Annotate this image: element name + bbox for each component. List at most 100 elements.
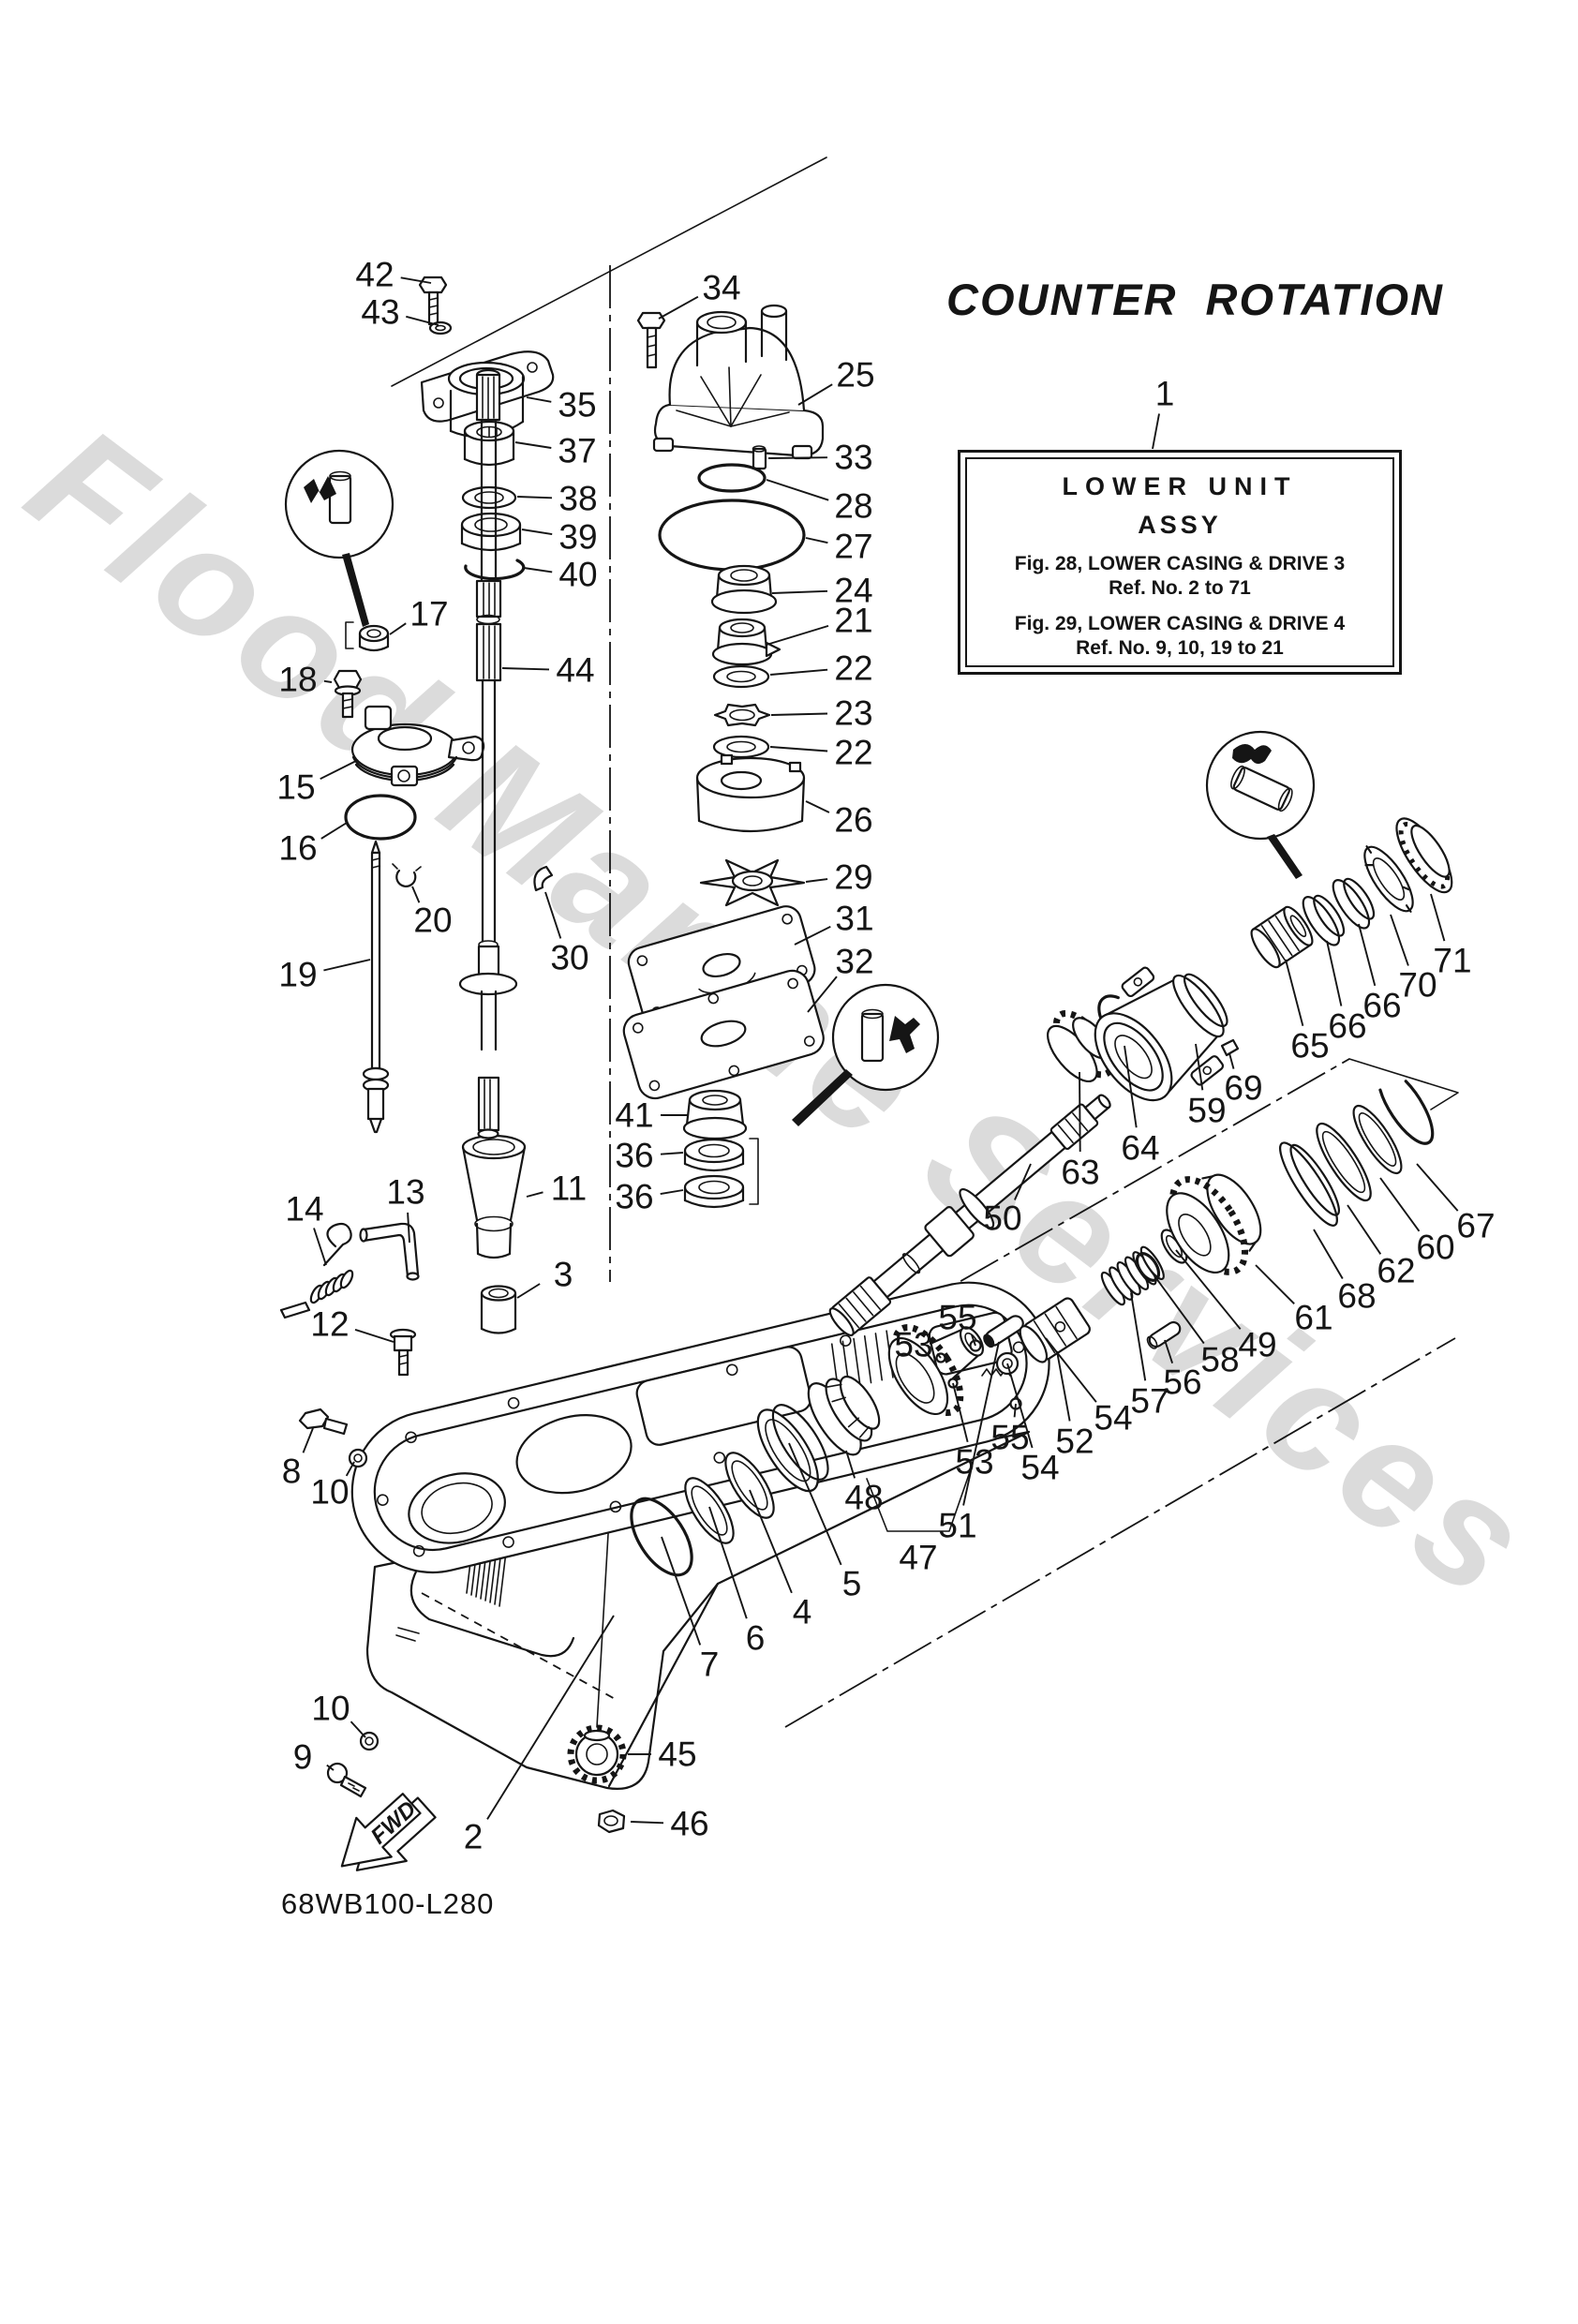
callout-31: 31 bbox=[835, 900, 873, 938]
part-50-propeller-shaft bbox=[828, 1094, 1111, 1336]
callout-49: 49 bbox=[1238, 1326, 1276, 1364]
detail-balloon-y bbox=[792, 983, 940, 1126]
assembly-box-line2: ASSY bbox=[1138, 511, 1222, 539]
leader-35 bbox=[526, 396, 552, 403]
leader-70 bbox=[1390, 914, 1409, 966]
leader-68 bbox=[1313, 1229, 1344, 1279]
part-16-o-ring bbox=[344, 794, 417, 841]
leader-66 bbox=[1358, 923, 1377, 987]
leader-22 bbox=[769, 668, 828, 676]
leader-39 bbox=[521, 529, 553, 536]
callout-58: 58 bbox=[1200, 1341, 1239, 1379]
part-66-washer-2 bbox=[1332, 877, 1376, 930]
leader-16 bbox=[320, 822, 348, 840]
callout-21: 21 bbox=[834, 602, 872, 640]
callout-33: 33 bbox=[834, 439, 872, 477]
part-36-ball-bearing-2 bbox=[683, 1174, 745, 1209]
leader-12 bbox=[354, 1328, 394, 1343]
callout-34: 34 bbox=[702, 269, 740, 307]
leader-61 bbox=[1255, 1264, 1295, 1304]
callout-53: 53 bbox=[894, 1326, 932, 1364]
leader-37 bbox=[514, 441, 552, 449]
callout-32: 32 bbox=[835, 943, 873, 981]
callout-39: 39 bbox=[558, 518, 597, 557]
leader-59 bbox=[1195, 1043, 1204, 1091]
part-15-shift-cam-base bbox=[350, 705, 485, 787]
part-65-needle-bearing bbox=[1250, 905, 1314, 969]
leader-34 bbox=[658, 295, 699, 320]
callout-19: 19 bbox=[278, 956, 317, 994]
callout-54: 54 bbox=[1020, 1449, 1059, 1487]
leader-4 bbox=[749, 1489, 793, 1594]
callout-20: 20 bbox=[413, 901, 452, 940]
part-26-pump-cup bbox=[695, 753, 806, 833]
leader-24 bbox=[771, 589, 828, 594]
callout-30: 30 bbox=[550, 939, 588, 977]
callout-38: 38 bbox=[558, 480, 597, 518]
part-34-bolt bbox=[636, 311, 666, 369]
leader-42 bbox=[400, 276, 432, 284]
callout-62: 62 bbox=[1377, 1252, 1415, 1290]
leader-46 bbox=[630, 1821, 664, 1825]
part-33-dowel-pin bbox=[752, 445, 767, 470]
callout-63: 63 bbox=[1061, 1154, 1099, 1192]
part-59-bearing-housing bbox=[1094, 966, 1228, 1102]
page-title: COUNTER ROTATION bbox=[946, 275, 1444, 324]
leader-28 bbox=[766, 479, 829, 501]
part-69-key bbox=[1220, 1038, 1240, 1057]
bracket-47 bbox=[866, 1463, 974, 1532]
part-32-gasket bbox=[622, 969, 825, 1100]
part-8-bolt bbox=[298, 1408, 349, 1436]
callout-52: 52 bbox=[1055, 1423, 1094, 1461]
leader-65 bbox=[1285, 959, 1304, 1027]
callout-69: 69 bbox=[1224, 1069, 1262, 1108]
callout-50: 50 bbox=[983, 1199, 1021, 1238]
leader-20 bbox=[411, 886, 421, 903]
part-51-pin bbox=[983, 1315, 1024, 1348]
part-5-carrier-ring bbox=[756, 1404, 829, 1493]
leader-64 bbox=[1124, 1045, 1138, 1128]
part-48-tapered-bearing bbox=[807, 1375, 881, 1456]
leader-19 bbox=[323, 959, 371, 972]
callout-29: 29 bbox=[834, 858, 872, 897]
leader-18 bbox=[323, 679, 333, 683]
part-67-cup bbox=[1378, 1080, 1435, 1145]
bracket-36-pair bbox=[749, 1138, 759, 1205]
callout-17: 17 bbox=[409, 595, 448, 633]
leader-40 bbox=[523, 567, 553, 574]
callout-41: 41 bbox=[615, 1096, 653, 1135]
leader-49 bbox=[1175, 1249, 1242, 1330]
callout-56: 56 bbox=[1163, 1363, 1201, 1402]
leader-1 bbox=[1152, 413, 1160, 450]
leader-62 bbox=[1347, 1204, 1382, 1255]
leader-3 bbox=[516, 1283, 541, 1299]
leader-57 bbox=[1130, 1292, 1147, 1381]
leader-2 bbox=[486, 1615, 615, 1820]
callout-70: 70 bbox=[1398, 966, 1437, 1005]
leader-71 bbox=[1430, 893, 1446, 942]
callout-12: 12 bbox=[310, 1305, 349, 1344]
part-20-clip bbox=[392, 863, 422, 887]
leader-43 bbox=[406, 315, 439, 326]
leader-29 bbox=[805, 878, 828, 883]
callout-45: 45 bbox=[658, 1736, 696, 1774]
leader-53 bbox=[952, 1382, 969, 1443]
leader-48 bbox=[845, 1450, 856, 1479]
part-42-bolt bbox=[418, 276, 448, 326]
leader-26 bbox=[805, 800, 830, 813]
leader-60 bbox=[1379, 1177, 1421, 1232]
assembly-box: LOWER UNIT ASSY Fig. 28, LOWER CASING & … bbox=[958, 450, 1402, 675]
leader-21 bbox=[766, 624, 829, 646]
callout-labels: 1424335373839403425332827242122232226293… bbox=[276, 256, 1495, 1856]
leader-67 bbox=[1416, 1163, 1459, 1212]
leader-33 bbox=[767, 456, 828, 459]
part-66-washer bbox=[1302, 894, 1346, 946]
drawing-code: 68WB100-L280 bbox=[281, 1887, 495, 1920]
leader-13 bbox=[407, 1212, 410, 1244]
part-14-clip-spring bbox=[279, 1222, 354, 1319]
part-45-pinion-gear bbox=[567, 1724, 627, 1784]
assembly-box-line1: LOWER UNIT bbox=[1062, 472, 1298, 500]
callout-48: 48 bbox=[844, 1479, 883, 1517]
part-38-washer bbox=[461, 485, 517, 510]
